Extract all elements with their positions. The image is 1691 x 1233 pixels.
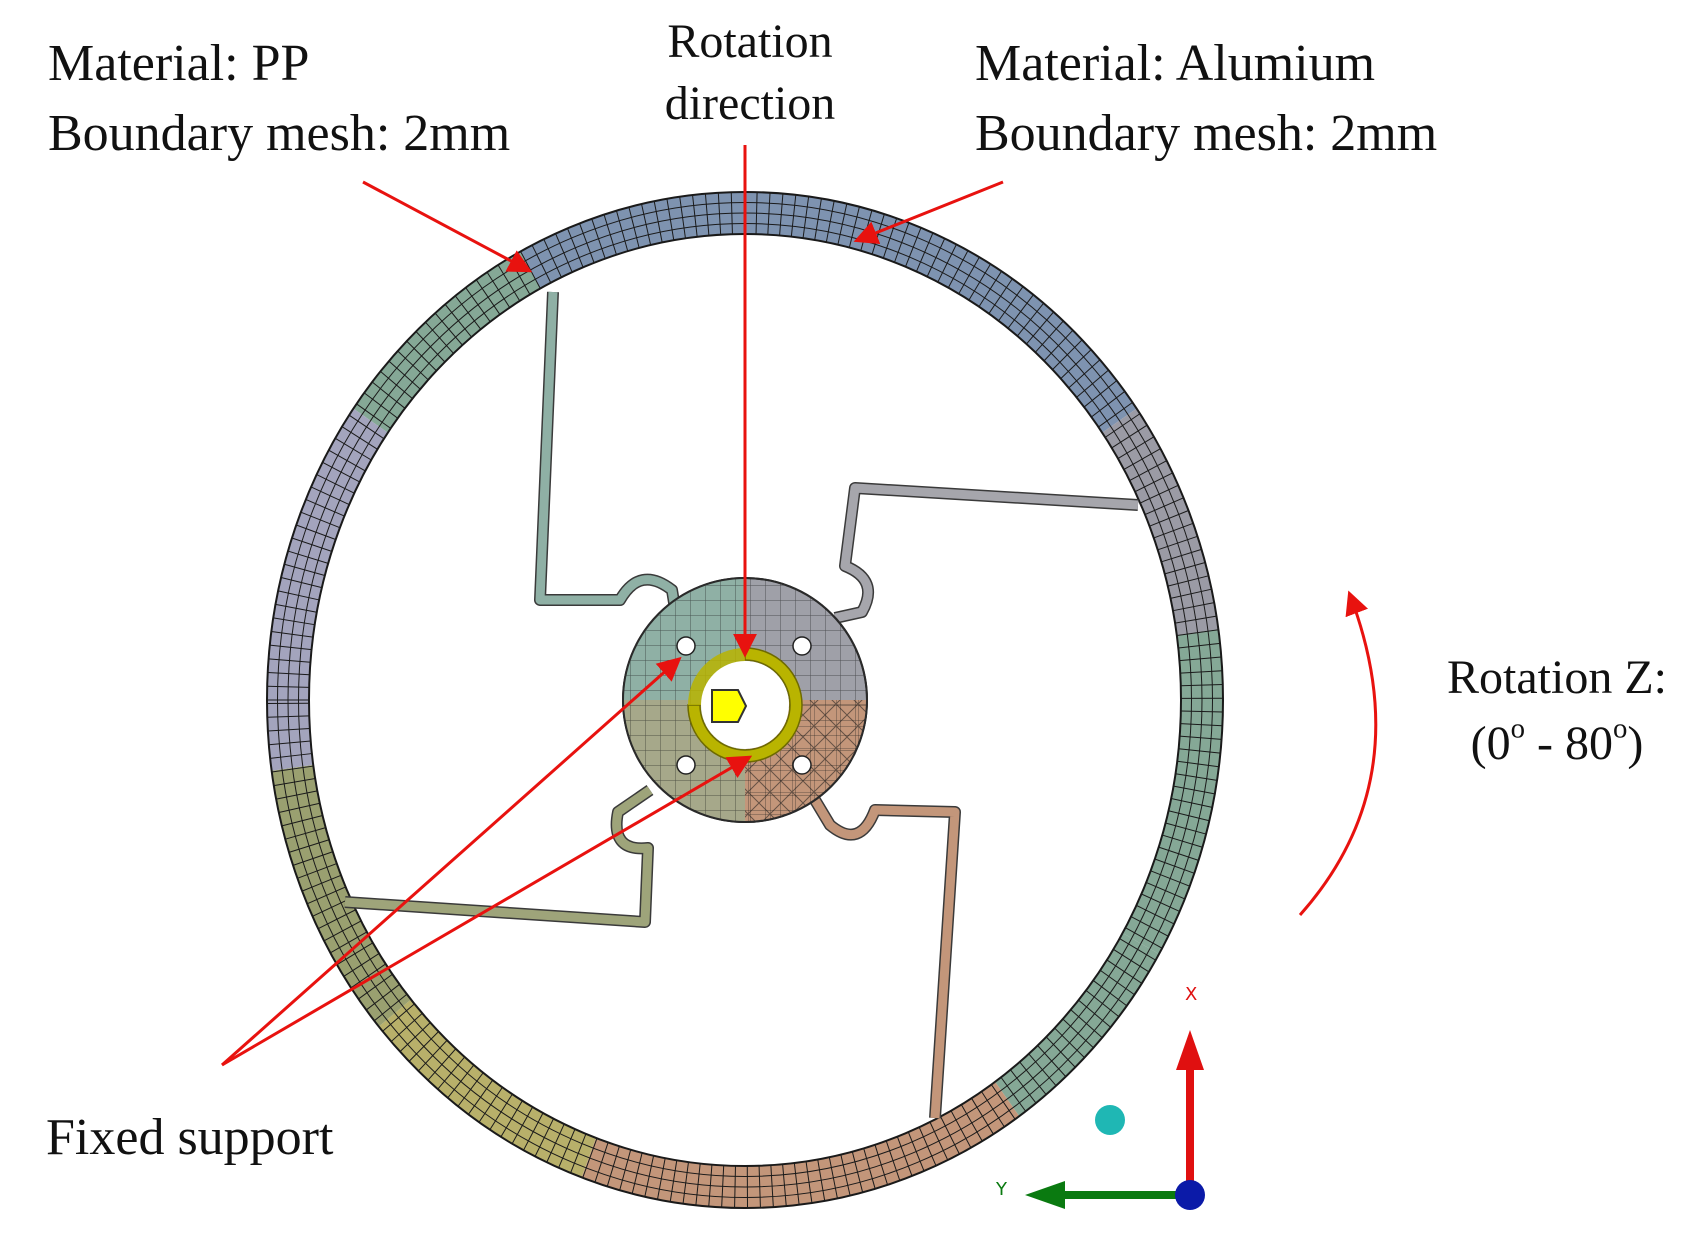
arrow-fixed-support-2 [221,755,753,1067]
material-al-text: Material: Alumium [975,35,1376,92]
label-rotation-z: Rotation Z: (0o - 80o) [1432,654,1682,768]
label-fixed-support: Fixed support [46,1112,333,1164]
label-material-al: Material: Alumium Boundary mesh: 2mm [975,38,1437,160]
z-axis-origin-icon [1175,1180,1205,1210]
y-axis-label: Y [995,1179,1008,1200]
ring-segment [271,764,412,1027]
spring-arm-top-right [833,482,1139,624]
label-rotation-direction: Rotation direction [650,18,850,128]
bolt-hole [792,755,812,775]
arrow-aluminium [853,180,1004,245]
bolt-hole [792,636,812,656]
cyan-ball-icon [1095,1105,1125,1135]
load-marker-icon [711,689,748,723]
boundary-mesh-right-text: Boundary mesh: 2mm [975,105,1438,162]
material-pp-text: Material: PP [48,35,310,92]
label-material-pp: Material: PP Boundary mesh: 2mm [48,38,510,160]
spring-arm-top-left [534,291,682,616]
y-axis-arrow-icon [1025,1181,1065,1209]
arrow-rotation-z [1298,590,1378,916]
ring-segment [894,222,1137,433]
rotation-line2: direction [664,77,836,130]
arrow-fixed-support-1 [221,656,682,1067]
ring-segment [353,251,541,433]
ring-segment [520,192,909,289]
annotation-arrows [221,145,1378,1067]
ring-segment [995,933,1159,1117]
rotation-z-line1: Rotation Z: [1447,651,1667,704]
bolt-hole [676,636,696,656]
x-axis-arrow-icon [1176,1030,1204,1070]
rotation-z-range: (0o - 80o) [1470,712,1644,770]
x-axis-label: X [1185,984,1197,1005]
spring-arms [344,291,1139,1119]
arrow-pp [362,180,533,273]
rotation-boundary-highlight [687,647,803,763]
ring-segment [266,408,388,771]
hub [622,577,868,823]
boundary-mesh-left-text: Boundary mesh: 2mm [48,105,511,162]
fixed-support-text: Fixed support [46,1109,334,1166]
bolt-hole [676,755,696,775]
rotation-line1: Rotation [667,15,833,68]
axis-triad: X Y [995,984,1205,1210]
